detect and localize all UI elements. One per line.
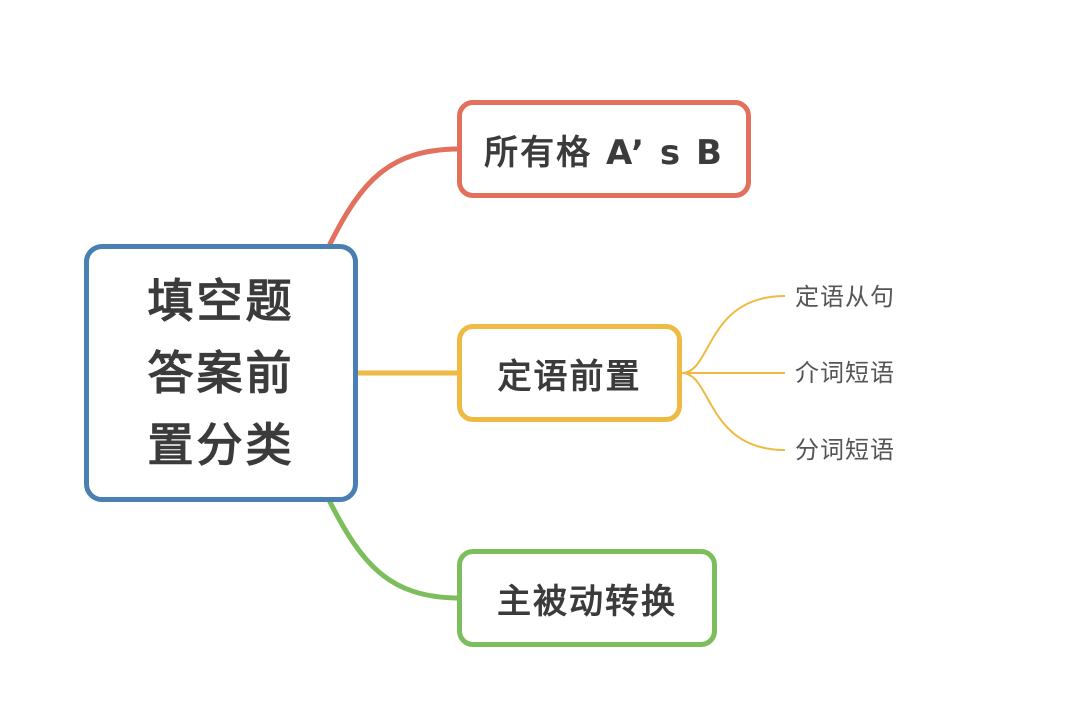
connector-root-to-voice: [327, 499, 460, 601]
root-line-3: 置分类: [147, 418, 295, 472]
connector-leaf-participle-phrase: [681, 372, 786, 451]
connector-root-to-possessive: [327, 146, 460, 247]
branch-node-voice[interactable]: 主被动转换: [457, 549, 717, 647]
root-line-1: 填空题: [147, 274, 295, 328]
connector-leaf-relative-clause: [681, 295, 786, 374]
root-node[interactable]: 填空题 答案前 置分类: [84, 244, 358, 502]
leaf-node-prepositional-phrase[interactable]: 介词短语: [795, 359, 895, 387]
branch-label-possessive: 所有格 A’ s B: [484, 132, 724, 173]
branch-label-voice: 主被动转换: [497, 581, 677, 622]
branch-label-attributive: 定语前置: [497, 356, 642, 397]
branch-node-attributive[interactable]: 定语前置: [457, 324, 682, 422]
branch-node-possessive[interactable]: 所有格 A’ s B: [457, 100, 751, 198]
leaf-node-relative-clause[interactable]: 定语从句: [795, 283, 895, 311]
root-line-2: 答案前: [147, 346, 295, 400]
leaf-node-participle-phrase[interactable]: 分词短语: [795, 436, 895, 464]
